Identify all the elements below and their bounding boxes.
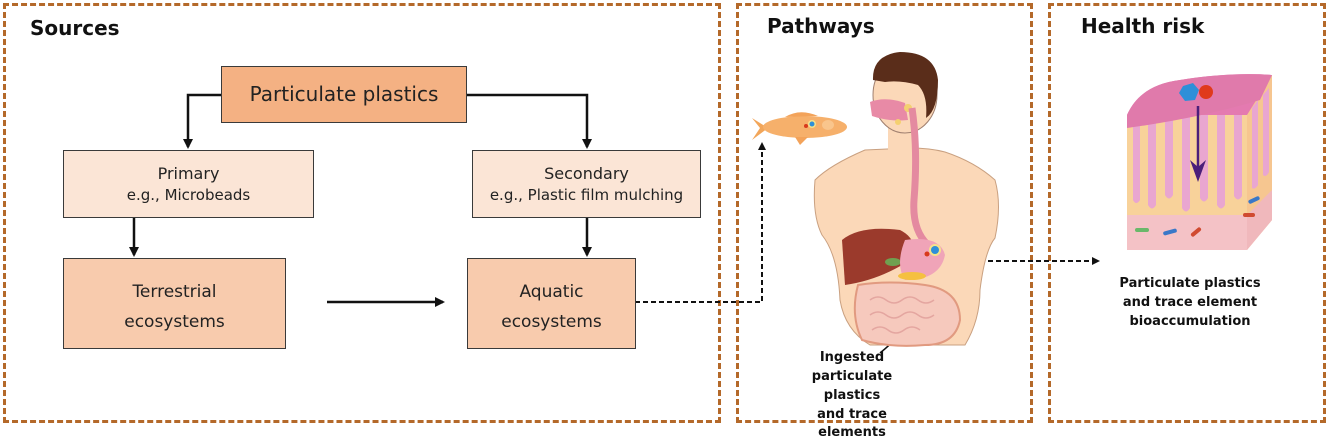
- bacteria-green: [1135, 228, 1149, 232]
- pathways-caption-line1: Ingested: [819, 350, 885, 365]
- particulate-plastics-box: Particulate plastics: [221, 66, 467, 123]
- bacteria-blue-side: [1248, 196, 1260, 204]
- particulate-plastics-label: Particulate plastics: [249, 82, 439, 106]
- terrestrial-label-line2: ecosystems: [124, 312, 225, 333]
- terrestrial-label-line1: Terrestrial: [132, 282, 217, 303]
- bacteria-blue: [1163, 228, 1177, 236]
- aquatic-label-line2: ecosystems: [501, 312, 602, 333]
- arrow-root-to-secondary: [467, 93, 592, 149]
- bacteria-red: [1190, 227, 1202, 237]
- sources-panel: [3, 3, 721, 423]
- human-illustration: [813, 52, 999, 347]
- aquatic-ecosystems-box: Aquatic ecosystems: [467, 258, 636, 349]
- arrow-aquatic-to-fish: [635, 142, 766, 303]
- health-risk-caption-line3: bioaccumulation: [1129, 313, 1251, 329]
- secondary-example: e.g., Plastic film mulching: [489, 185, 684, 204]
- pathways-title: Pathways: [767, 14, 875, 38]
- trace-element-particle: [1199, 85, 1213, 99]
- sources-title: Sources: [30, 16, 120, 40]
- health-risk-caption-line2: and trace element: [1122, 294, 1258, 310]
- bacteria-red-side: [1243, 213, 1255, 217]
- health-risk-title: Health risk: [1081, 14, 1205, 38]
- terrestrial-ecosystems-box: Terrestrial ecosystems: [63, 258, 286, 349]
- primary-label: Primary: [157, 164, 220, 184]
- health-risk-panel: [1048, 3, 1326, 423]
- fish-illustration: [752, 112, 847, 145]
- secondary-label: Secondary: [544, 164, 629, 184]
- arrow-root-to-primary: [183, 93, 221, 149]
- primary-example: e.g., Microbeads: [126, 185, 251, 204]
- connectors: [129, 93, 1100, 354]
- health-risk-caption: Particulate plastics and trace element b…: [1110, 275, 1270, 332]
- pathways-panel: [736, 3, 1033, 423]
- health-risk-caption-line1: Particulate plastics: [1119, 276, 1261, 291]
- pathways-caption-line2: particulate plastics: [811, 368, 893, 403]
- tissue-block-illustration: [1127, 74, 1272, 250]
- pathways-illustrations: [752, 52, 999, 347]
- health-risk-illustration: [1127, 74, 1272, 250]
- secondary-box: Secondary e.g., Plastic film mulching: [472, 150, 701, 218]
- primary-box: Primary e.g., Microbeads: [63, 150, 314, 218]
- plastic-particle: [1179, 83, 1199, 101]
- aquatic-label-line1: Aquatic: [519, 282, 584, 303]
